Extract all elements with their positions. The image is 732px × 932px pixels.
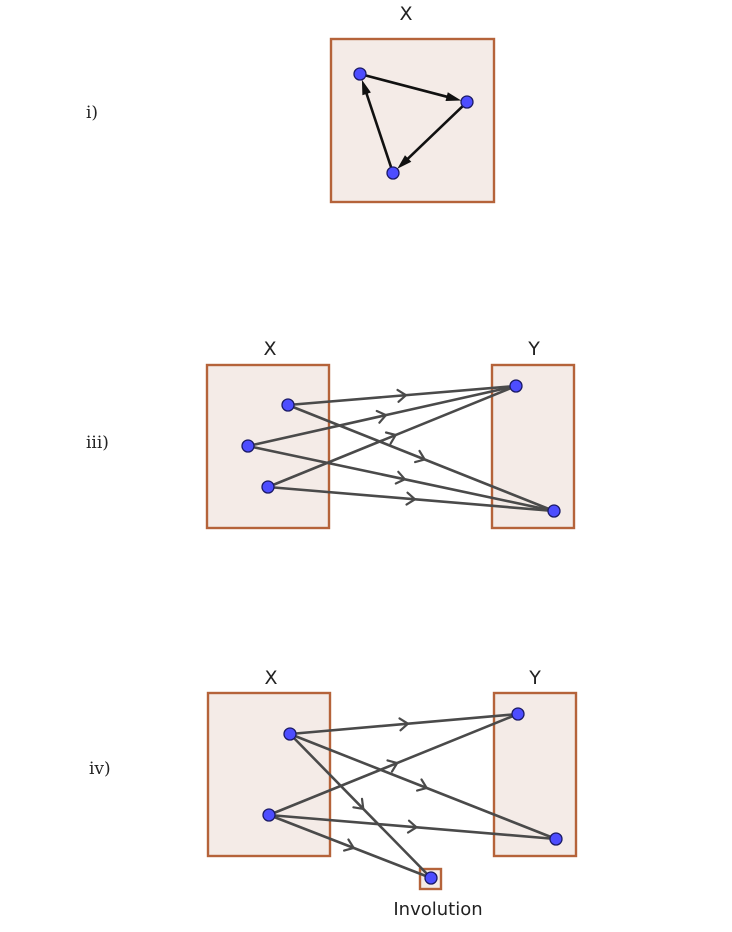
panel-iii-edge-x1-y1-chevron [396, 388, 408, 403]
panel-i-edge-c-a-line [364, 90, 393, 169]
panel-iv-edge-x1-y1 [288, 712, 520, 736]
panel-i-edge-b-c [397, 104, 464, 169]
panel-iv-edge-x1-y2-chevron [416, 778, 428, 792]
panel-iv-node-x2 [262, 808, 276, 822]
panel-i-edge-b-c-arrowhead [397, 155, 412, 169]
panel-iv-node-involution [424, 871, 438, 885]
panel-iii-edge-x1-y1 [286, 384, 518, 407]
panel-iv-involution-caption: Involution [393, 899, 482, 920]
panel-iv-edge-x2-y1-line [267, 712, 520, 817]
panel-i-edge-a-b [364, 74, 462, 101]
panel-i-set-x-box [329, 37, 496, 204]
panel-i: i) X [86, 3, 496, 204]
panel-i-edge-b-c-line [405, 104, 464, 162]
panel-iv-edge-x1-y2-line [288, 732, 558, 841]
panel-iii-edge-x3-y1-line [266, 384, 518, 489]
panel-iii-label: iii) [86, 433, 109, 453]
panel-i-label: i) [86, 103, 98, 123]
panel-iii-node-y2 [547, 504, 561, 518]
panel-iii-edge-x1-y1-line [286, 384, 518, 407]
panel-iv-edge-x1-y1-line [288, 712, 520, 736]
panel-i-node-a [353, 67, 367, 81]
panel-iv-set-x-box [206, 691, 332, 858]
panel-iv: iv) X Y Involution [89, 667, 578, 920]
panel-iv-label: iv) [89, 759, 111, 779]
panel-iii-edge-x2-y1-chevron [375, 409, 387, 424]
panel-iv-edges [267, 712, 558, 880]
panel-iv-node-x1 [283, 727, 297, 741]
panel-iv-edge-x2-y1-chevron [386, 759, 399, 773]
panel-iv-edge-x1-inv-line [288, 732, 433, 880]
panel-iv-edge-x1-inv-chevron [352, 797, 365, 810]
panel-iii-edge-x2-y1 [246, 384, 518, 448]
panel-iv-edge-x2-y2-chevron [406, 819, 418, 834]
panel-iv-edge-x2-inv-line [267, 813, 433, 880]
panel-iv-set-y-box [492, 691, 578, 858]
panel-iii-set-y-box [490, 363, 576, 530]
panel-i-node-c [386, 166, 400, 180]
panel-iv-edge-x1-y1-chevron [398, 717, 410, 732]
panel-iii-edge-x3-y2-line [266, 485, 556, 513]
panel-iii-edge-x1-y2-line [286, 403, 556, 513]
panel-iv-edge-x2-inv [267, 813, 433, 880]
panel-iv-edge-x1-inv [288, 732, 433, 880]
panel-iii-node-y1 [509, 379, 523, 393]
panel-iii-node-x1 [281, 398, 295, 412]
panel-i-node-b [460, 95, 474, 109]
panel-iii-node-x2 [241, 439, 255, 453]
panel-i-edge-c-a [361, 79, 393, 169]
panel-iii-edge-x3-y1 [266, 384, 518, 489]
panel-i-set-x-title: X [399, 3, 412, 25]
panel-iii-node-x3 [261, 480, 275, 494]
panel-iii-edge-x3-y1-chevron [384, 431, 397, 445]
panel-i-edge-c-a-arrowhead [361, 79, 371, 96]
panel-iv-edge-x2-y1 [267, 712, 520, 817]
panel-iv-edge-x2-inv-chevron [343, 838, 355, 852]
panel-iii-edge-x3-y2-chevron [405, 491, 417, 506]
panel-iii-set-y-title: Y [527, 338, 540, 360]
panel-iii-edge-x1-y2 [286, 403, 556, 513]
panel-iv-set-y-title: Y [528, 667, 541, 689]
panel-i-edges [361, 74, 464, 169]
panel-i-edge-a-b-arrowhead [445, 92, 462, 101]
panel-i-edge-a-b-line [364, 74, 450, 99]
panel-iv-node-y1 [511, 707, 525, 721]
panel-iii-edge-x3-y2 [266, 485, 556, 513]
panel-iv-edge-x2-y2 [267, 813, 558, 841]
panel-iv-node-y2 [549, 832, 563, 846]
panel-iii-edge-x1-y2-chevron [414, 449, 426, 464]
panel-iv-edge-x2-y2-line [267, 813, 558, 841]
panel-iii-edge-x2-y2 [246, 444, 556, 513]
panel-iv-set-x-title: X [264, 667, 277, 689]
panel-iii: iii) X Y [86, 338, 576, 530]
panel-iii-edge-x2-y2-line [246, 444, 556, 513]
panel-iv-edge-x1-y2 [288, 732, 558, 841]
panel-iii-set-x-box [205, 363, 331, 530]
panel-iii-edges [246, 384, 556, 513]
panel-iii-edge-x2-y2-chevron [394, 470, 406, 485]
panel-iii-edge-x2-y1-line [246, 384, 518, 448]
panel-iii-set-x-title: X [263, 338, 276, 360]
